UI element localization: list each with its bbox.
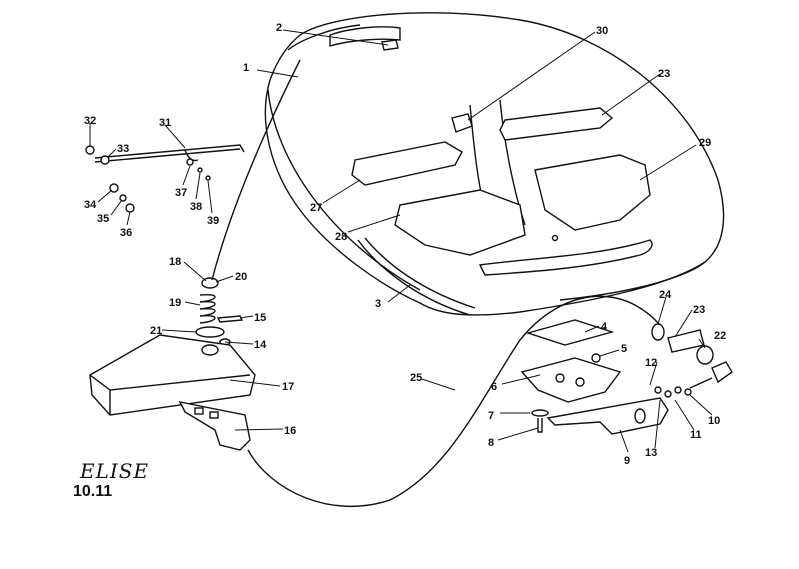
callout-28: 28 (335, 231, 347, 243)
callout-2: 2 (276, 22, 282, 34)
leader-lines (89, 29, 713, 453)
callout-25: 25 (410, 372, 422, 384)
callout-1: 1 (243, 62, 249, 74)
bolt-7-8 (531, 409, 549, 433)
latch-pin-assembly (195, 277, 244, 346)
callout-33: 33 (117, 143, 129, 155)
callout-9: 9 (624, 455, 630, 467)
brand-logo: ELISE (79, 459, 149, 483)
callout-20: 20 (235, 271, 247, 283)
callout-4: 4 (601, 321, 608, 333)
mesh-grille-28 (394, 189, 526, 256)
page-reference: 10.11 (73, 483, 112, 500)
callout-12: 12 (645, 357, 657, 369)
callout-15: 15 (254, 312, 266, 324)
brand-logo-text: ELISE (79, 459, 149, 483)
mesh-grille-29 (534, 154, 651, 231)
callout-11: 11 (690, 429, 702, 441)
callout-21: 21 (150, 325, 162, 337)
callout-38: 38 (190, 201, 202, 213)
callout-24: 24 (659, 289, 672, 301)
nut-5 (591, 353, 601, 363)
release-cable-25 (211, 59, 661, 508)
callout-22: 22 (714, 330, 726, 342)
callout-16: 16 (284, 425, 296, 437)
bracket-6 (520, 357, 622, 403)
callout-29: 29 (699, 137, 711, 149)
callout-13: 13 (645, 447, 657, 459)
part-2-bracket (381, 39, 399, 51)
latch-housing-17 (89, 334, 256, 416)
striker-plate-16 (178, 401, 251, 451)
callout-34: 34 (84, 199, 97, 211)
callout-36: 36 (120, 227, 132, 239)
callout-17: 17 (282, 381, 294, 393)
mesh-grille-27 (351, 141, 463, 186)
knob-22 (696, 345, 733, 384)
mesh-grille-23-upper (499, 107, 614, 141)
plate-4 (525, 319, 615, 346)
part-24-washer (651, 323, 665, 341)
callout-39: 39 (207, 215, 219, 227)
fixings-32-39 (85, 145, 211, 213)
callout-30: 30 (596, 25, 608, 37)
callout-23-lower: 23 (693, 304, 705, 316)
callout-5: 5 (621, 343, 627, 355)
callout-23-upper: 23 (658, 68, 670, 80)
callout-31: 31 (159, 117, 171, 129)
callout-3: 3 (375, 298, 381, 310)
callout-32: 32 (84, 115, 96, 127)
bracket-23 (667, 329, 705, 353)
part-30-block (451, 113, 473, 133)
seal-strip-3 (357, 237, 476, 316)
callout-27: 27 (310, 202, 322, 214)
callout-labels: 1 2 3 4 5 6 7 8 9 10 11 12 13 14 15 16 1… (84, 22, 726, 467)
latch-parts-10-13 (654, 377, 713, 398)
callout-14: 14 (254, 339, 267, 351)
callout-19: 19 (169, 297, 181, 309)
callout-18: 18 (169, 256, 181, 268)
callout-6: 6 (491, 381, 497, 393)
bracket-9 (546, 397, 669, 435)
callout-7: 7 (488, 410, 494, 422)
engine-cover-clam (264, 12, 725, 316)
callout-8: 8 (488, 437, 494, 449)
callout-10: 10 (708, 415, 720, 427)
callout-35: 35 (97, 213, 109, 225)
callout-37: 37 (175, 187, 187, 199)
